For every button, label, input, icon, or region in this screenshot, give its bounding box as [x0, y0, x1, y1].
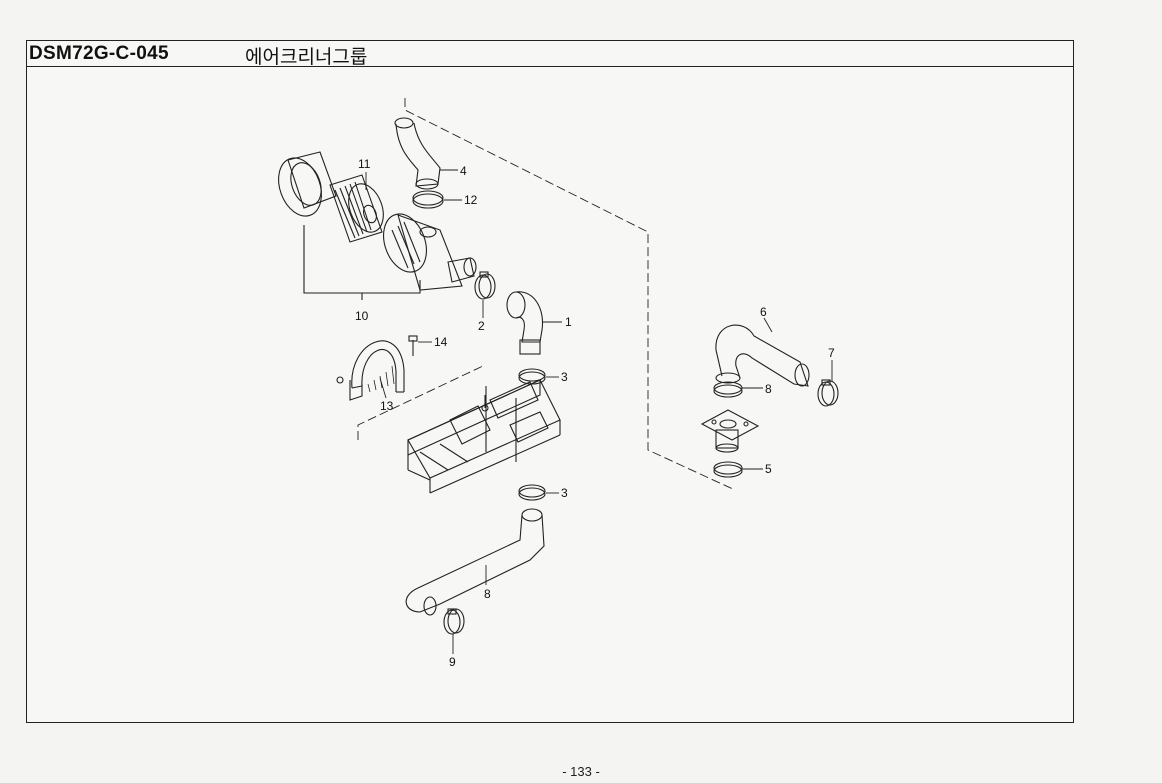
callout-9: 9: [449, 655, 456, 669]
callout-3-lower: 3: [561, 486, 568, 500]
clamp-part-12: [412, 190, 444, 209]
clamp-part-2: [474, 271, 496, 300]
filter-element: [329, 174, 384, 243]
callout-6: 6: [760, 305, 767, 319]
clamp-part-7: [817, 379, 839, 407]
callout-14: 14: [434, 335, 448, 349]
callout-4: 4: [460, 164, 467, 178]
callout-11: 11: [358, 157, 371, 171]
elbow-part-1: [506, 291, 544, 355]
air-cleaner-assembly: [278, 151, 477, 300]
leader-lines: [365, 169, 833, 654]
drawing-frame: DSM72G-C-045 에어크리너그룹: [26, 40, 1074, 723]
clamp-part-5: [713, 461, 743, 478]
callout-8-lower: 8: [484, 587, 491, 601]
callout-labels: 1 2 3 3 4 5 6 7 8 8 9 10 11 12 13 14: [355, 157, 835, 669]
hose-part-4: [394, 117, 441, 190]
clamp-part-8-right: [713, 381, 743, 398]
clamp-part-3-lower: [518, 484, 546, 501]
hose-part-6: [715, 324, 810, 387]
title-block: DSM72G-C-045 에어크리너그룹: [27, 41, 1073, 68]
mounting-flange: [700, 409, 760, 453]
callout-10: 10: [355, 309, 369, 323]
mounting-bracket: [407, 379, 561, 494]
callout-7: 7: [828, 346, 835, 360]
hose-part-8-lower: [405, 508, 545, 616]
drawing-title: 에어크리너그룹: [245, 46, 368, 68]
callout-2: 2: [478, 319, 485, 333]
callout-12: 12: [464, 193, 478, 207]
clamp-part-9: [443, 608, 465, 635]
callout-3-upper: 3: [561, 370, 568, 384]
callout-8-right: 8: [765, 382, 772, 396]
drawing-code: DSM72G-C-045: [29, 43, 169, 64]
band-part-13: [336, 340, 405, 401]
callout-5: 5: [765, 462, 772, 476]
bolt-part-14: [408, 335, 418, 356]
callout-1: 1: [565, 315, 572, 329]
callout-13: 13: [380, 399, 394, 413]
assembly-guide-lines: [357, 98, 736, 491]
page-number: - 133 -: [562, 764, 600, 779]
